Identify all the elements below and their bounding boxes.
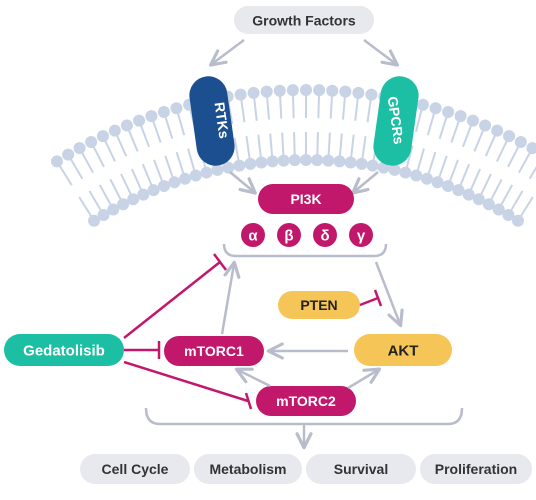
outcome-metabolism: Metabolism [209,461,286,477]
akt-node: AKT [354,334,452,366]
arrow-gpcrs-to-pi3k [351,171,379,195]
growth-factors-label: Growth Factors [252,13,356,29]
outcome-cell-cycle: Cell Cycle [102,461,169,477]
gedatolisib-node: Gedatolisib [4,334,124,366]
akt-label: AKT [388,343,419,360]
arrow-mtorc2-to-akt [347,367,382,390]
pi3k-bracket [222,243,388,258]
outcome-pill [194,454,302,484]
gpcrs-receptor: GPCRs [373,76,419,166]
mtorc2-node: mTORC2 [256,386,356,416]
pi3k-node: PI3K [258,184,354,214]
isoform-alpha: α [248,228,258,245]
mtorc1-node: mTORC1 [164,336,264,366]
pten-node: PTEN [278,291,360,319]
arrow-gf-to-gpcrs [363,39,399,67]
outcome-survival: Survival [334,461,388,477]
outcome-pill [80,454,190,484]
inhibit-pten-bar [373,289,383,307]
pten-label: PTEN [300,297,337,313]
outcome-pill [306,454,416,484]
gedatolisib-inhibitions [123,253,253,410]
growth-factors-node: Growth Factors [234,6,374,34]
gedatolisib-label: Gedatolisib [23,343,105,360]
arrow-rtks-to-pi3k [229,171,257,195]
outcome-pill [420,454,532,484]
rtks-label: RTKs [211,101,232,140]
inhibit-pten [359,296,379,307]
mtorc1-label: mTORC1 [184,343,244,359]
mtorc2-label: mTORC2 [276,393,336,409]
outcomes: Cell Cycle Metabolism Survival Prolifera… [80,454,532,484]
arrow-gf-to-rtks [209,39,245,67]
pi3k-label: PI3K [290,191,321,207]
arrow-mtorc2-to-mtorc1 [234,367,271,388]
isoform-beta: β [284,228,293,245]
pi3k-isoforms: α β δ γ [241,223,373,247]
rtks-receptor: RTKs [189,76,235,166]
outcome-proliferation: Proliferation [435,461,517,477]
isoform-gamma: γ [357,228,366,245]
isoform-delta: δ [320,228,329,245]
gpcrs-label: GPCRs [385,95,408,145]
arrow-mtorc1-to-pi3k [220,260,241,335]
arrow-pi3k-to-akt [374,261,404,328]
